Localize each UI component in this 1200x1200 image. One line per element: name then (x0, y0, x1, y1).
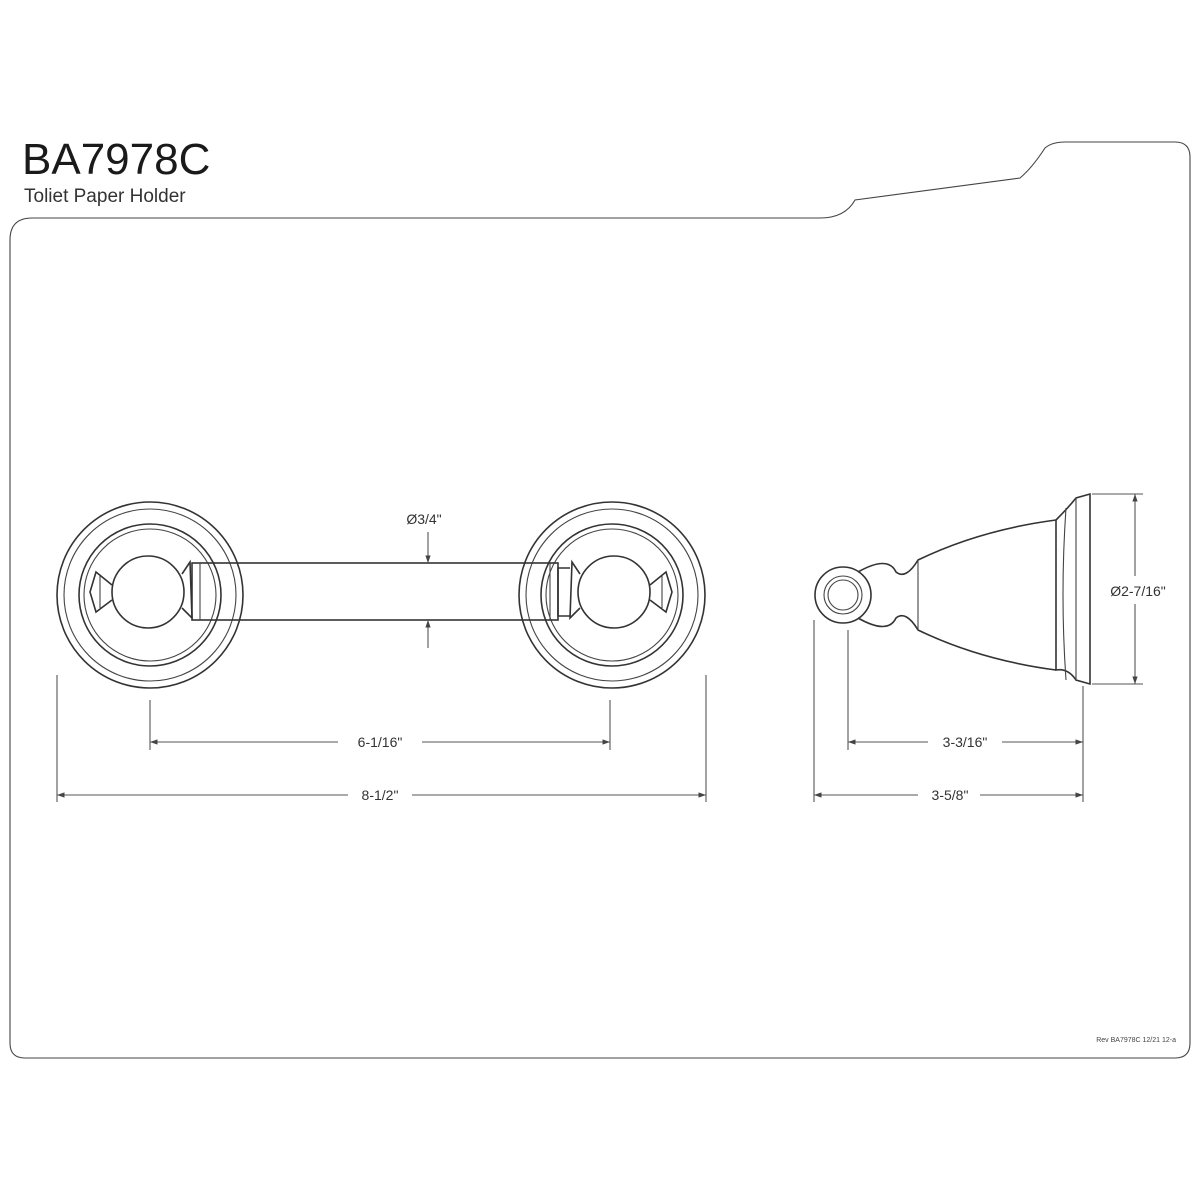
right-flange (518, 501, 706, 689)
model-number: BA7978C (22, 135, 211, 184)
center-spacing-dimension: 6-1/16" (149, 700, 611, 750)
right-post-knob (557, 555, 673, 629)
overall-width-dimension: 8-1/2" (56, 675, 707, 803)
flange-diameter-label: Ø2-7/16" (1110, 583, 1166, 599)
left-post-knob (89, 555, 193, 629)
bar-diameter-dimension: Ø3/4" (406, 511, 442, 648)
post-projection-label: 3-3/16" (943, 734, 988, 750)
side-view-holder (814, 492, 1091, 686)
overall-width-label: 8-1/2" (362, 787, 399, 803)
bar-diameter-label: Ø3/4" (406, 511, 441, 527)
flange-diameter-dimension: Ø2-7/16" (1092, 493, 1166, 685)
overall-projection-dimension: 3-5/8" (813, 620, 1083, 803)
roller-bar (191, 562, 559, 621)
post-projection-dimension: 3-3/16" (847, 630, 1084, 802)
center-spacing-label: 6-1/16" (358, 734, 403, 750)
sheet-frame (9, 141, 1191, 1059)
revision-note: Rev BA7978C 12/21 12-a (1096, 1037, 1176, 1044)
product-name: Toliet Paper Holder (24, 186, 186, 207)
left-flange (56, 501, 244, 689)
overall-projection-label: 3-5/8" (932, 787, 969, 803)
